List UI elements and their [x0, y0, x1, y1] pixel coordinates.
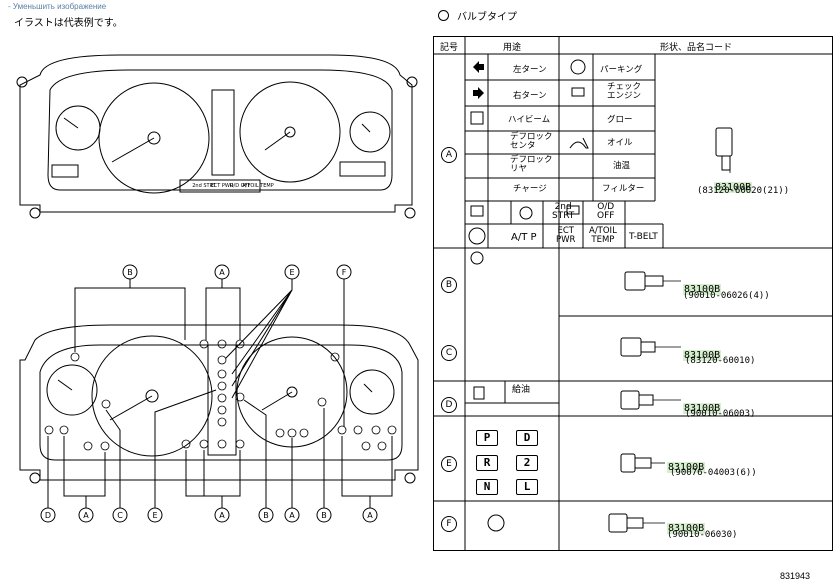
code-e: 83100B	[667, 462, 706, 473]
part-f: (90010-06030)	[667, 530, 738, 540]
usage-ect-pwr: ECT PWR	[556, 226, 576, 245]
code-c: 83100B	[683, 350, 722, 361]
usage-filter: フィルター	[602, 184, 645, 194]
shrink-image-link[interactable]: - Уменьшить изображение	[8, 2, 107, 11]
row-b-letter: B	[441, 277, 457, 293]
svg-text:A: A	[219, 511, 225, 520]
callout-bottom-c: C	[112, 507, 128, 523]
svg-text:2nd STRT: 2nd STRT	[192, 183, 216, 189]
svg-text:D: D	[45, 511, 51, 520]
svg-text:E: E	[152, 511, 157, 520]
row-a-letter: A	[441, 147, 457, 163]
svg-text:B: B	[321, 511, 327, 520]
col-shape-header: 形状、品名コード	[659, 43, 732, 53]
callout-top-b: B	[122, 264, 138, 280]
usage-defrog-rear: デフロック リヤ	[510, 155, 553, 174]
code-a: 83100B	[714, 182, 753, 193]
upper-temp-gauge	[349, 111, 391, 153]
illustration-note: イラストは代表例です。	[14, 18, 123, 29]
callout-bottom-e: E	[147, 507, 163, 523]
callout-bottom-b2: B	[316, 507, 332, 523]
svg-text:F: F	[342, 268, 347, 277]
usage-atoil-temp: A/TOIL TEMP	[589, 226, 617, 245]
callout-bottom-a3: A	[284, 507, 300, 523]
code-b: 83100B	[683, 284, 722, 295]
usage-t-belt: T-BELT	[629, 232, 658, 242]
callout-bottom-a2: A	[214, 507, 230, 523]
code-f: 83100B	[667, 523, 706, 534]
upper-cluster-outline	[19, 54, 413, 213]
upper-tachometer	[239, 81, 341, 183]
gear-l: L	[516, 479, 538, 495]
svg-text:A: A	[219, 268, 225, 277]
code-d: 83100B	[683, 403, 722, 414]
callout-bottom-b1: B	[258, 507, 274, 523]
gear-p: P	[476, 430, 498, 446]
part-c: (83120-60010)	[685, 356, 756, 366]
row-c-letter: C	[441, 345, 457, 361]
svg-text:ECT PWR: ECT PWR	[211, 183, 234, 189]
usage-charge: チャージ	[513, 184, 547, 194]
bulb-type-title: バルブタイプ	[438, 8, 517, 23]
callout-bottom-d: D	[40, 507, 56, 523]
usage-left-turn: 左ターン	[513, 65, 547, 75]
gear-d: D	[516, 430, 538, 446]
part-b: (90010-06026(4))	[683, 291, 770, 301]
svg-text:E: E	[289, 268, 294, 277]
usage-atp: A/T P	[511, 232, 537, 243]
part-d: (90010-06003)	[685, 409, 756, 419]
usage-oil: オイル	[607, 138, 633, 148]
part-e: (90076-04003(6))	[670, 468, 757, 478]
lower-cluster-outline	[19, 324, 419, 481]
usage-fuel: 給油	[512, 385, 531, 395]
col-usage-header: 用途	[502, 43, 521, 53]
callout-top-a: A	[214, 264, 230, 280]
usage-check-engine: チェック エンジン	[607, 82, 642, 101]
usage-oil-temp: 油温	[613, 161, 631, 171]
svg-text:A/TOIL TEMP: A/TOIL TEMP	[242, 183, 274, 189]
usage-high-beam: ハイビーム	[508, 115, 551, 125]
usage-2nd-strt: 2nd STRT	[552, 202, 575, 221]
bulb-table	[433, 36, 833, 551]
callout-top-e: E	[284, 264, 300, 280]
row-f-letter: F	[441, 516, 457, 532]
row-e-letter: E	[441, 456, 457, 472]
svg-text:B: B	[127, 268, 133, 277]
upper-fuel-gauge	[55, 105, 101, 151]
cluster-diagram: B A E F D A C E A B A B A 2nd STRT ECT P…	[16, 54, 419, 523]
usage-parking: パーキング	[600, 65, 643, 75]
svg-text:B: B	[263, 511, 269, 520]
gear-n: N	[476, 479, 498, 495]
diagram-code: 831943	[779, 571, 810, 581]
lower-speedometer	[91, 335, 213, 457]
svg-text:A: A	[83, 511, 89, 520]
callout-bottom-a4: A	[362, 507, 378, 523]
svg-text:A: A	[367, 511, 373, 520]
usage-right-turn: 右ターン	[513, 91, 547, 101]
usage-od-off: O/D OFF	[597, 202, 615, 221]
gear-r: R	[476, 455, 498, 471]
col-symbol-header: 記号	[439, 43, 458, 53]
svg-text:A: A	[289, 511, 295, 520]
svg-text:O/D OFF: O/D OFF	[230, 183, 251, 189]
callout-top-f: F	[336, 264, 352, 280]
row-d-letter: D	[441, 397, 457, 413]
part-a: (83120-60020(21))	[697, 186, 790, 196]
usage-defrog-center: デフロック センタ	[510, 132, 553, 151]
upper-speedometer	[98, 82, 210, 194]
usage-glow: グロー	[607, 115, 633, 125]
callout-bottom-a1: A	[78, 507, 94, 523]
gear-2: 2	[516, 455, 538, 471]
svg-text:C: C	[117, 511, 123, 520]
